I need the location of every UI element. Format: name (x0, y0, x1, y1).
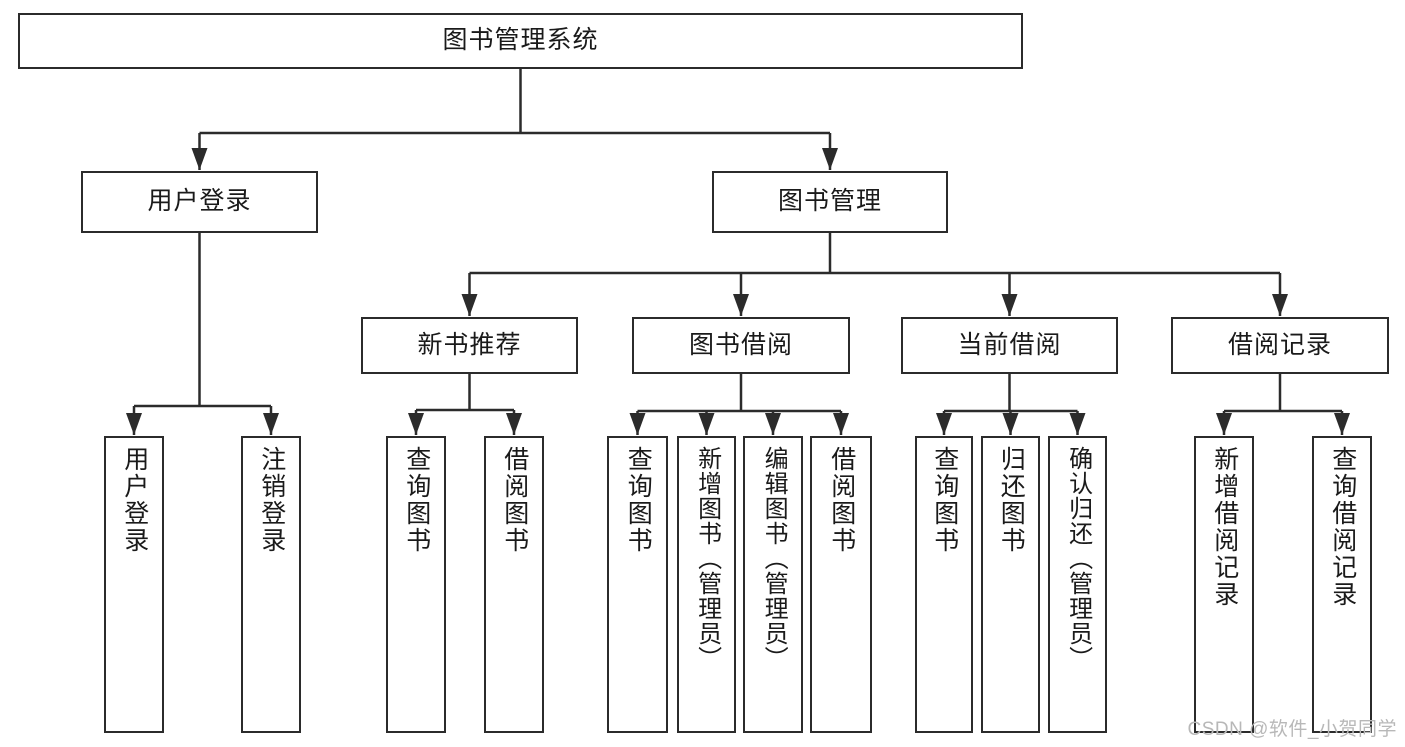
node-label: 当前借阅 (957, 330, 1062, 359)
node-leaf-query-book-borrow[interactable]: 查询图书 (607, 436, 668, 733)
node-label: 借阅记录 (1227, 330, 1332, 359)
node-label: 图书管理系统 (442, 26, 599, 55)
node-leaf-edit-book-admin[interactable]: 编辑图书（管理员） (743, 436, 803, 733)
node-leaf-query-book-cur[interactable]: 查询图书 (915, 436, 973, 733)
node-label: 图书借阅 (688, 330, 793, 359)
node-label: 编辑图书（管理员） (760, 446, 788, 671)
node-leaf-add-borrow-record[interactable]: 新增借阅记录 (1194, 436, 1254, 733)
node-leaf-borrow-book[interactable]: 借阅图书 (810, 436, 872, 733)
node-label: 借阅图书 (827, 446, 856, 554)
node-label: 查询借阅记录 (1328, 446, 1357, 608)
node-root-system[interactable]: 图书管理系统 (18, 13, 1023, 69)
node-borrow-record[interactable]: 借阅记录 (1171, 317, 1389, 374)
node-label: 图书管理 (777, 187, 882, 216)
node-leaf-query-borrow-record[interactable]: 查询借阅记录 (1312, 436, 1372, 733)
node-leaf-user-login[interactable]: 用户登录 (104, 436, 164, 733)
node-leaf-query-book-rec[interactable]: 查询图书 (386, 436, 446, 733)
node-book-borrow[interactable]: 图书借阅 (632, 317, 850, 374)
node-label: 新增借阅记录 (1210, 446, 1239, 608)
node-leaf-borrow-book-rec[interactable]: 借阅图书 (484, 436, 544, 733)
node-label: 查询图书 (930, 446, 959, 554)
node-leaf-confirm-return-admin[interactable]: 确认归还（管理员） (1048, 436, 1107, 733)
node-label: 确认归还（管理员） (1064, 446, 1092, 671)
node-label: 归还图书 (997, 446, 1026, 554)
node-label: 查询图书 (624, 446, 653, 554)
node-user-login[interactable]: 用户登录 (81, 171, 318, 233)
node-leaf-return-book[interactable]: 归还图书 (981, 436, 1040, 733)
node-book-manage[interactable]: 图书管理 (712, 171, 948, 233)
node-label: 注销登录 (257, 446, 286, 554)
node-label: 用户登录 (147, 187, 252, 216)
node-leaf-add-book-admin[interactable]: 新增图书（管理员） (677, 436, 736, 733)
node-new-book-recommend[interactable]: 新书推荐 (361, 317, 578, 374)
node-label: 新书推荐 (417, 330, 522, 359)
node-label: 新增图书（管理员） (693, 446, 721, 671)
node-current-borrow[interactable]: 当前借阅 (901, 317, 1118, 374)
node-label: 借阅图书 (500, 446, 529, 554)
node-label: 用户登录 (120, 446, 149, 554)
node-label: 查询图书 (402, 446, 431, 554)
node-leaf-logout-login[interactable]: 注销登录 (241, 436, 301, 733)
